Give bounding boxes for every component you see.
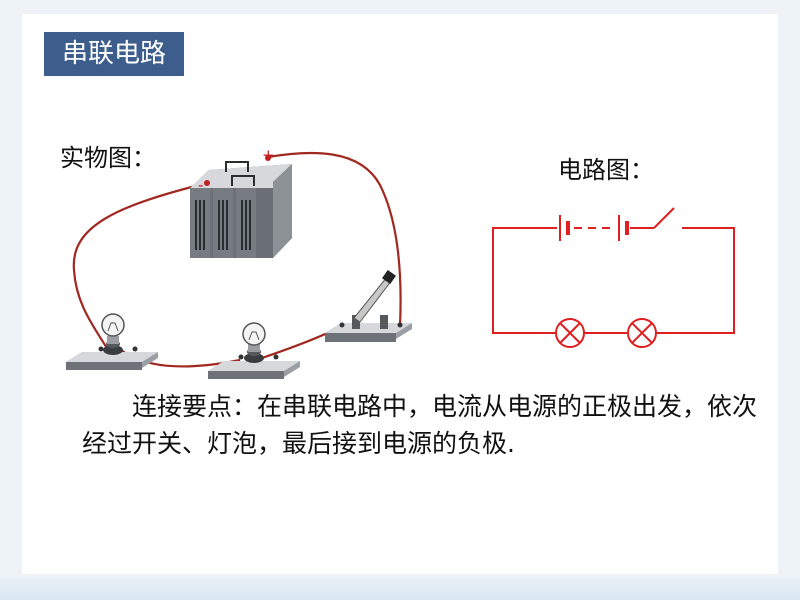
wire-switch-to-battery (267, 151, 402, 327)
wire-battery-to-bulb1 (72, 181, 208, 351)
negative-terminal-label: - (198, 176, 203, 194)
connection-key-points-text: 连接要点：在串联电路中，电流从电源的正极出发，依次经过开关、灯泡，最后接到电源的… (82, 392, 758, 458)
schematic-lamp-icon (627, 318, 657, 348)
bulb-icon (66, 313, 158, 370)
schematic-diagram-label: 电路图： (558, 156, 654, 184)
schematic-wire-right (656, 227, 735, 334)
schematic-lamp-icon (555, 318, 585, 348)
schematic-circuit (492, 227, 735, 334)
battery-icon (190, 155, 292, 258)
schematic-wire-left (492, 227, 557, 334)
bottom-band (0, 578, 800, 600)
physical-diagram-label: 实物图： (60, 144, 156, 172)
positive-terminal-label: + (262, 146, 275, 164)
slide-title: 串联电路 (44, 32, 184, 76)
bulb-icon (208, 322, 300, 379)
knife-switch-icon (325, 270, 412, 342)
schematic-battery-icon (559, 215, 629, 241)
schematic-switch-icon (653, 207, 675, 229)
